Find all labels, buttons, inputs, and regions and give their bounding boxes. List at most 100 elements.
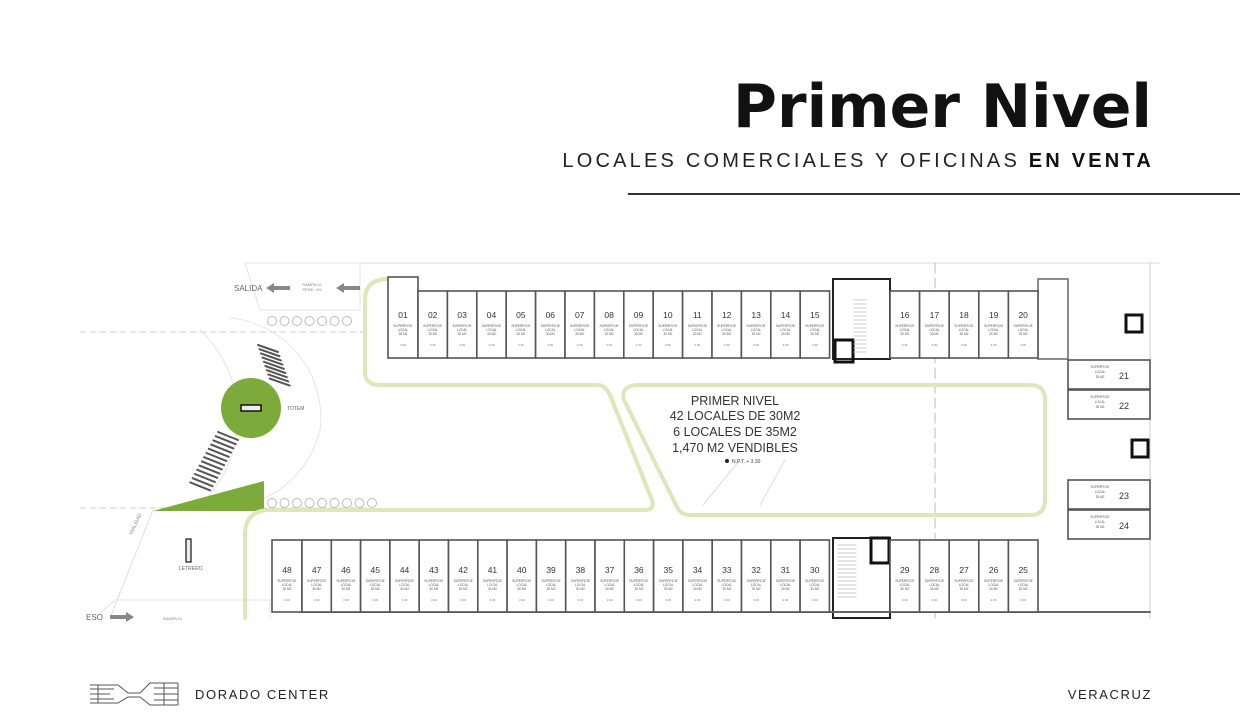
tree-icon — [342, 316, 352, 326]
unit-outline — [918, 539, 950, 613]
unit-area: 30 M2 — [488, 587, 497, 591]
unit-surface-label: SUPERFICIE — [629, 579, 648, 583]
ramp-entry-label: RAMPA 01 — [163, 616, 183, 621]
entry-arrow-icon — [110, 612, 134, 622]
unit-surface-label: SUPERFICIE — [747, 324, 766, 328]
crosswalk-stripe — [257, 344, 279, 353]
unit-local-label: LOCAL — [959, 583, 970, 587]
unit-surface-label: SUPERFICIE — [895, 579, 914, 583]
unit-local-label: LOCAL — [398, 328, 409, 332]
brand-name: DORADO CENTER — [195, 687, 330, 702]
crosswalk-stripe — [193, 473, 216, 483]
unit-area: 35 M2 — [1096, 525, 1105, 529]
header-divider — [628, 193, 1240, 195]
unit-dimension: 3.30 — [1020, 343, 1026, 347]
unit-dimension: 3.30 — [636, 343, 642, 347]
unit-number: 13 — [751, 310, 761, 320]
unit-outline — [1067, 359, 1151, 390]
unit-local-label: LOCAL — [663, 583, 674, 587]
crosswalk-stripe — [207, 447, 230, 458]
crosswalk-stripe — [214, 435, 237, 446]
unit-local-label: LOCAL — [692, 583, 703, 587]
unit-area: 30 M2 — [1019, 587, 1028, 591]
unit-dimension: 3.30 — [636, 598, 642, 602]
unit-outline — [301, 539, 333, 613]
crosswalk-stripe — [205, 452, 228, 462]
unit-dimension: 3.30 — [430, 343, 436, 347]
unit-outline — [799, 539, 831, 613]
unit-surface-label: SUPERFICIE — [366, 579, 385, 583]
unit-area: 30 M2 — [371, 587, 380, 591]
unit-number: 38 — [576, 565, 586, 575]
unit-area: 30 M2 — [459, 587, 468, 591]
tree-icon — [367, 498, 377, 508]
unit-area: 30 M2 — [516, 332, 525, 336]
summary-line-4: 1,470 M2 VENDIBLES — [672, 441, 798, 455]
unit-area: 30 M2 — [781, 332, 790, 336]
tree-icon — [317, 498, 327, 508]
unit-number: 44 — [400, 565, 410, 575]
unit-dimension: 3.30 — [402, 598, 408, 602]
unit-outline — [475, 290, 507, 359]
unit-area: 30 M2 — [960, 587, 969, 591]
unit-outline — [417, 290, 449, 359]
unit-number: 18 — [959, 310, 969, 320]
unit-area: 30 M2 — [312, 587, 321, 591]
unit-surface-label: SUPERFICIE — [925, 579, 944, 583]
tree-icon — [304, 498, 315, 508]
unit-number: 25 — [1018, 565, 1028, 575]
unit-local-label: LOCAL — [282, 583, 293, 587]
unit-dimension: 3.30 — [961, 343, 967, 347]
crosswalk-stripe — [203, 456, 226, 467]
unit-area: 30 M2 — [693, 332, 702, 336]
